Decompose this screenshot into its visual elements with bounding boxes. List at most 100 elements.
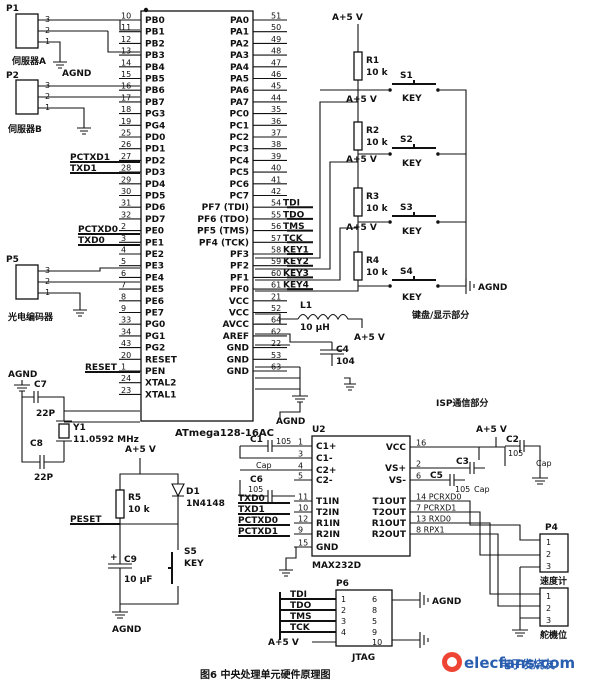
mcu-right-pin-num: 21 (271, 292, 281, 301)
r5 (115, 489, 125, 519)
c8-value: 22P (34, 473, 54, 483)
s3-switch (392, 212, 436, 217)
mcu-left-pin-num: 19 (121, 117, 131, 126)
keypad-gnd (465, 278, 475, 294)
mcu-left-pin-name: PG4 (145, 121, 165, 131)
mcu-right-net-label: KEY2 (283, 257, 309, 267)
mcu-left-pin-num: 4 (121, 246, 126, 255)
keypad-section-title: 键盘/显示部分 (411, 309, 469, 321)
mcu-right-pin-name: PC6 (230, 180, 249, 190)
u2-left-pin-name: C2- (316, 476, 333, 486)
mcu-left-pin-name: XTAL2 (145, 379, 176, 389)
mcu-left-pin-name: PE7 (145, 309, 164, 319)
r2-vcc: A+5 V (346, 95, 377, 105)
jtag-tms: TMS (290, 612, 312, 622)
p5-ref: P5 (6, 255, 19, 265)
mcu-right-pin-num: 35 (271, 105, 281, 114)
mcu-right-pin-num: 36 (271, 117, 281, 126)
s4-switch (392, 276, 436, 281)
net-pctxd1: PCTXD1 (70, 153, 110, 163)
mcu-left-pin-num: 3 (121, 234, 126, 243)
u2-left-pin-num: 9 (298, 526, 303, 535)
u2-right-pin-name: R1OUT (372, 519, 407, 529)
mcu-left-pin-num: 5 (121, 257, 126, 266)
r3-leads (255, 216, 359, 281)
jtag-gnd-label: AGND (432, 597, 461, 607)
u2-right-pin-name: VS- (389, 476, 406, 486)
isp-title: ISP通信部分 (436, 397, 488, 409)
r4-vcc: A+5 V (346, 223, 377, 233)
watermark-site: elecfans.com (464, 654, 575, 672)
crystal-gnd-label: AGND (8, 370, 37, 380)
watermark: elecfans.com 电子发烧友 (442, 652, 575, 672)
mcu-left-pin-num: 30 (121, 187, 131, 196)
r2-ref: R2 (366, 126, 379, 136)
mcu-left-pin-num: 25 (121, 129, 131, 138)
mcu-right-pin-name: PC2 (230, 133, 249, 143)
p2-connector (15, 79, 39, 115)
mcu-left-pin-num: 9 (121, 304, 126, 313)
jtag-gnd (392, 592, 429, 608)
mcu-left-pin-num: 17 (121, 93, 131, 102)
c9-cap (108, 518, 132, 612)
s5-ref: S5 (184, 547, 197, 557)
u2-left-pin-name: R1IN (316, 519, 340, 529)
u2-left-pin-num: 10 (298, 504, 308, 513)
p6-pin9: 9 (372, 628, 377, 637)
p6-pin6: 6 (372, 595, 377, 604)
crystal-ground-rail (21, 391, 40, 463)
u2-right-pin-label: 7 PCRXD1 (416, 504, 456, 513)
mcu-left-pin-name: PG1 (145, 332, 165, 342)
mcu-right-pin-name: PF7 (TDI) (202, 203, 249, 213)
mcu-left-pin-name: PD1 (145, 145, 165, 155)
r1 (353, 51, 363, 81)
mcu-right-pin-name: PA0 (230, 16, 249, 26)
mcu-left-pin-name: PB2 (145, 39, 165, 49)
s1-switch (392, 80, 436, 85)
uart0-lines (78, 233, 140, 246)
jtag-tdo: TDO (290, 601, 312, 611)
r4-leads (255, 280, 359, 292)
figure-caption: 图6 中央处理单元硬件原理图 (200, 668, 330, 681)
u2-left-pin-name: T1IN (316, 497, 339, 507)
u2-left-pin-name: T2IN (316, 508, 339, 518)
mcu-right-pin-name: PA3 (230, 51, 249, 61)
c3-ref: C3 (456, 457, 469, 467)
d1-ref: D1 (186, 487, 200, 497)
p6-pin4: 4 (341, 628, 346, 637)
p3-connector (539, 587, 569, 627)
mcu-right-pin-num: 62 (271, 327, 281, 336)
u2-right-pin-label: 13 RXD0 (416, 515, 451, 524)
p3-pin3: 3 (546, 616, 551, 625)
u2-right-pin-label: 14 PCRXD0 (416, 493, 461, 502)
mcu-left-pin-num: 6 (121, 269, 126, 278)
r5-val: 10 k (128, 505, 151, 515)
mcu-left-pin-name: PE0 (145, 227, 164, 237)
mcu-right-net-label: KEY4 (283, 281, 309, 291)
u2-left-lines (238, 502, 290, 537)
mcu-left-pin-name: PE3 (145, 262, 164, 272)
mcu-left-pin-name: PB6 (145, 86, 165, 96)
mcu-right-pin-num: 53 (271, 351, 281, 360)
mcu-left-pin-num: 7 (121, 281, 126, 290)
u2-gnd (279, 547, 297, 577)
c1-cap-word: Cap (256, 461, 272, 470)
mcu-right-net-label: TMS (283, 222, 305, 232)
mcu-right-pin-num: 22 (271, 339, 281, 348)
s3-ref: S3 (400, 203, 413, 213)
u2-left-pin-name: C1- (316, 454, 333, 464)
u2-ref: U2 (312, 425, 326, 435)
r2-val: 10 k (366, 138, 389, 148)
mcu-left-pin-num: 33 (121, 316, 131, 325)
mcu-left-pin-name: PE6 (145, 297, 164, 307)
u2-right-pin-label: 6 (416, 472, 421, 481)
crystal-gnd (14, 380, 30, 392)
mcu-left-pin-name: PG0 (145, 320, 165, 330)
c9-ref: C9 (124, 555, 137, 565)
mcu-right-pin-name: PA1 (230, 28, 249, 38)
mcu-right-pin-name: GND (227, 355, 249, 365)
mcu-right-pin-name: PC1 (230, 121, 249, 131)
u2-left-pin-num: 11 (298, 493, 308, 502)
u2-vcc-wire (410, 446, 506, 466)
p4-pin2: 2 (546, 550, 551, 559)
